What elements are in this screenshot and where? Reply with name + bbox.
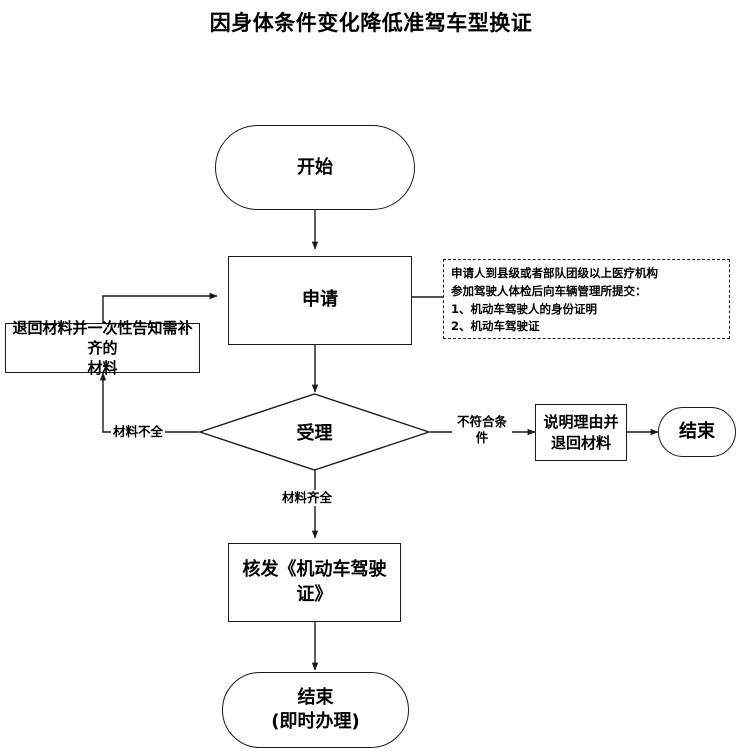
node-explain-return[interactable]: 说明理由并 退回材料 <box>535 404 627 461</box>
edge-label-not-qualified-line-1: 不符合条 <box>456 414 507 429</box>
page-title: 因身体条件变化降低准驾车型换证 <box>209 11 533 35</box>
node-return-materials[interactable]: 退回材料并一次性告知需补齐的 材料 <box>5 319 200 377</box>
note-line-3: 1、机动车驾驶人的身份证明 <box>451 301 598 316</box>
node-apply[interactable]: 申请 <box>228 256 412 345</box>
edge-label-not-qualified: 不符合条 件 <box>452 414 512 446</box>
node-accept-label-wrap: 受理 <box>199 393 430 471</box>
note-line-1: 申请人到县级或者部队团级以上医疗机构 <box>451 266 658 280</box>
note-requirements: 申请人到县级或者部队团级以上医疗机构 参加驾驶人体检后向车辆管理所提交： 1、机… <box>443 259 730 339</box>
node-start-label: 开始 <box>297 156 333 178</box>
node-end-bottom-line-2: (即时办理) <box>271 711 360 732</box>
node-end-right[interactable]: 结束 <box>658 407 736 457</box>
node-explain-return-line-1: 说明理由并 <box>543 413 619 432</box>
node-issue-license-label: 核发《机动车驾驶证》 <box>242 559 387 605</box>
node-start[interactable]: 开始 <box>215 125 415 210</box>
node-return-materials-line-2: 材料 <box>87 359 118 378</box>
note-line-4: 2、机动车驾驶证 <box>451 319 540 334</box>
edge-label-materials-incomplete: 材料不全 <box>111 424 166 440</box>
node-end-right-label: 结束 <box>679 421 715 443</box>
node-apply-label: 申请 <box>302 289 338 311</box>
edge-label-not-qualified-line-2: 件 <box>475 429 489 445</box>
edge-label-materials-complete: 材料齐全 <box>280 490 335 506</box>
node-return-materials-line-1: 退回材料并一次性告知需补齐的 <box>12 318 193 357</box>
node-issue-license[interactable]: 核发《机动车驾驶证》 <box>228 543 401 622</box>
node-accept[interactable]: 受理 <box>197 393 432 471</box>
note-line-2: 参加驾驶人体检后向车辆管理所提交： <box>451 283 647 298</box>
node-explain-return-line-2: 退回材料 <box>550 433 611 452</box>
node-accept-label: 受理 <box>296 423 333 444</box>
node-end-bottom-line-1: 结束 <box>297 687 334 709</box>
node-end-bottom[interactable]: 结束 (即时办理) <box>222 672 409 748</box>
